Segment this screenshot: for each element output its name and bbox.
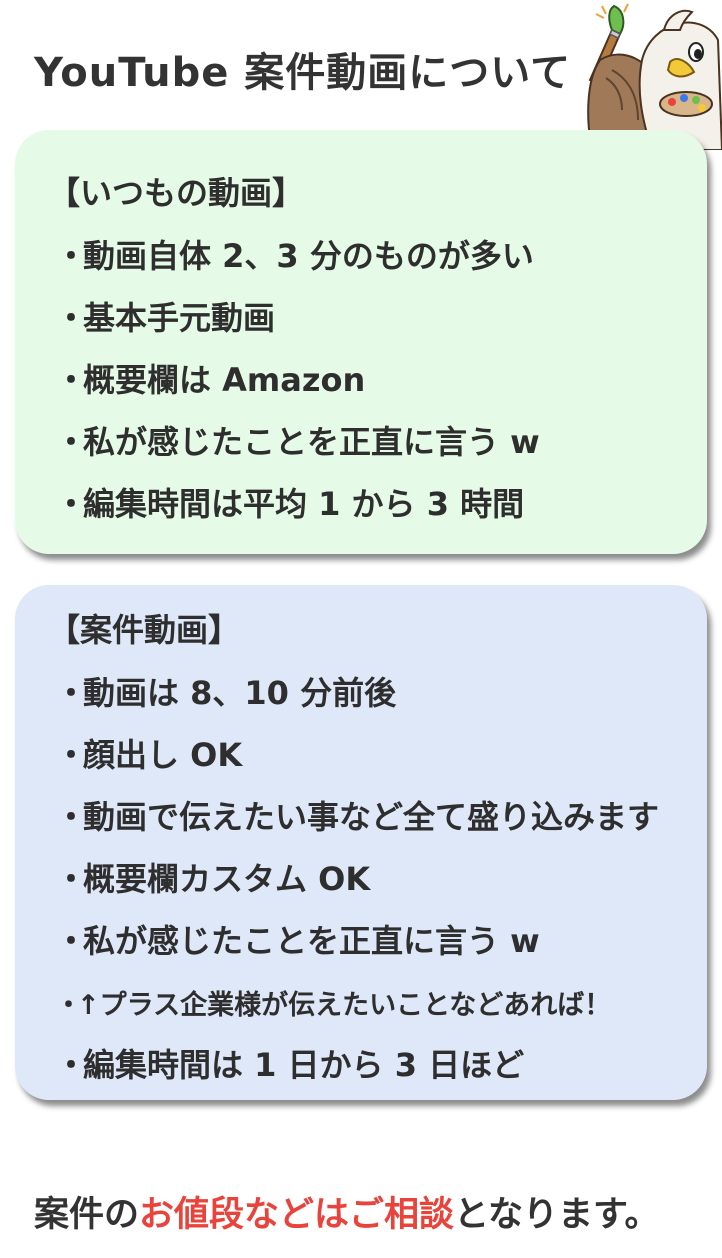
page-title: YouTube 案件動画について [34, 50, 572, 96]
project-video-card: 【案件動画】 ・動画は 8、10 分前後 ・顔出し OK ・動画で伝えたい事など… [15, 585, 707, 1100]
list-item-text: 編集時間は 1 日から 3 日ほど [83, 1046, 525, 1084]
list-item: ・動画で伝えたい事など全て盛り込みます [55, 792, 659, 838]
list-item-text: 概要欄は Amazon [83, 361, 366, 399]
list-item: ・↑プラス企業様が伝えたいことなどあれば！ [55, 983, 611, 1022]
list-item: ・編集時間は 1 日から 3 日ほど [55, 1040, 524, 1086]
list-item-text: 動画で伝えたい事など全て盛り込みます [83, 798, 660, 836]
bullet: ・ [55, 299, 88, 337]
list-item: ・動画は 8、10 分前後 [55, 668, 396, 714]
list-item-text: 動画自体 2、3 分のものが多い [83, 237, 534, 275]
bullet: ・ [55, 237, 88, 275]
bullet: ・ [55, 361, 88, 399]
bullet: ・ [55, 423, 88, 461]
list-item: ・動画自体 2、3 分のものが多い [55, 231, 534, 277]
list-item-text: 動画は 8、10 分前後 [83, 674, 397, 712]
list-item: ・概要欄カスタム OK [55, 854, 370, 900]
list-item: ・概要欄は Amazon [55, 355, 365, 401]
list-item: ・編集時間は平均 1 から 3 時間 [55, 479, 524, 525]
list-item-text: 基本手元動画 [83, 299, 276, 337]
list-item-text: 編集時間は平均 1 から 3 時間 [83, 485, 525, 523]
list-item-text: 私が感じたことを正直に言う w [83, 922, 540, 960]
footer-text-1: 案件の [34, 1195, 140, 1235]
bullet: ・ [55, 674, 88, 712]
list-item: ・私が感じたことを正直に言う w [55, 916, 540, 962]
bullet: ・ [55, 990, 82, 1021]
bullet: ・ [55, 860, 88, 898]
list-item: ・基本手元動画 [55, 293, 275, 339]
usual-video-card: 【いつもの動画】 ・動画自体 2、3 分のものが多い ・基本手元動画 ・概要欄は… [15, 130, 707, 554]
bullet: ・ [55, 798, 88, 836]
list-item-text: 概要欄カスタム OK [83, 860, 371, 898]
footer-highlight: お値段などはご相談 [139, 1195, 455, 1235]
usual-video-heading: 【いつもの動画】 [48, 174, 305, 212]
bird-painter-mascot-icon [587, 3, 722, 150]
bullet: ・ [55, 736, 88, 774]
list-item: ・顔出し OK [55, 730, 242, 776]
footer-note: 案件のお値段などはご相談となります。 [34, 1186, 659, 1237]
bullet: ・ [55, 485, 88, 523]
list-item-text: 顔出し OK [83, 736, 243, 774]
list-item-text: 私が感じたことを正直に言う w [83, 423, 540, 461]
list-item: ・私が感じたことを正直に言う w [55, 417, 540, 463]
project-video-heading: 【案件動画】 [48, 611, 241, 649]
bullet: ・ [55, 1046, 88, 1084]
footer-text-2: となります。 [454, 1195, 660, 1235]
bullet: ・ [55, 922, 88, 960]
list-item-text: ↑プラス企業様が伝えたいことなどあれば！ [77, 990, 612, 1021]
